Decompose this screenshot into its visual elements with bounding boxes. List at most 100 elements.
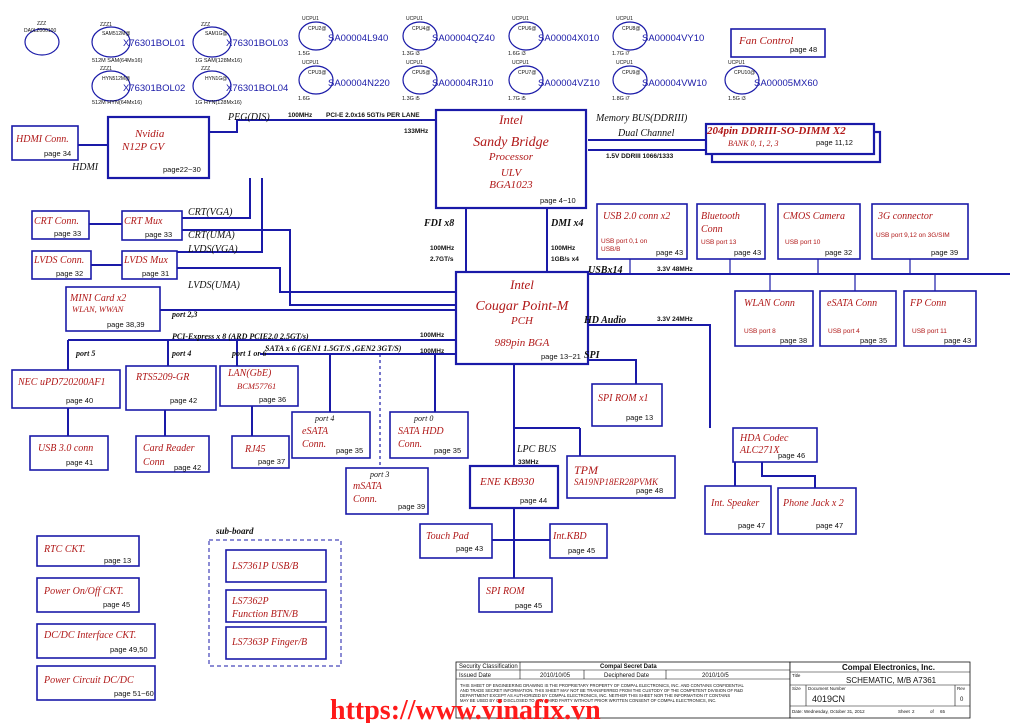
svg-text:Date: Wednesday, October 31, 2: Date: Wednesday, October 31, 2012 <box>792 709 865 714</box>
svg-text:page 43: page 43 <box>656 248 683 257</box>
svg-text:Compal Secret Data: Compal Secret Data <box>600 664 657 670</box>
lvds-mux-block: LVDS Mux page 31 <box>121 250 178 280</box>
hdmi-conn-block: HDMI Conn. page 34 <box>11 125 79 161</box>
svg-text:LVDS Mux: LVDS Mux <box>123 255 168 266</box>
svg-text:of: of <box>930 709 935 714</box>
svg-text:UCPU1: UCPU1 <box>406 60 423 66</box>
svg-text:eSATA Conn: eSATA Conn <box>827 298 877 309</box>
svg-text:page 39: page 39 <box>398 502 425 511</box>
svg-text:Processor: Processor <box>488 151 534 163</box>
svg-text:MAY BE USED BY OR DISCLOSED TO: MAY BE USED BY OR DISCLOSED TO ANY THIRD… <box>460 698 716 703</box>
svg-text:1G HYN(128Mx16): 1G HYN(128Mx16) <box>195 100 242 106</box>
svg-text:UCPU1: UCPU1 <box>302 16 319 22</box>
svg-text:1.8G i7: 1.8G i7 <box>612 96 630 102</box>
svg-text:USB port 9,12 on 3G/SIM: USB port 9,12 on 3G/SIM <box>876 232 950 239</box>
svg-text:WLAN, WWAN: WLAN, WWAN <box>72 304 125 314</box>
phone-jack-block: Phone Jack x 2 page 47 <box>777 487 857 535</box>
lpc-bus-label: LPC BUS <box>516 444 556 455</box>
svg-text:LS7361P USB/B: LS7361P USB/B <box>231 561 298 572</box>
sata-mhz: 100MHz <box>420 348 445 355</box>
svg-text:512M HYN(64Mx16): 512M HYN(64Mx16) <box>92 100 142 106</box>
svg-text:ENE KB930: ENE KB930 <box>479 476 535 488</box>
svg-text:UCPU1: UCPU1 <box>728 60 745 66</box>
svg-text:page 47: page 47 <box>738 521 765 530</box>
svg-text:SA00004RJ10: SA00004RJ10 <box>432 78 493 89</box>
svg-text:204pin DDRIII-SO-DIMM X2: 204pin DDRIII-SO-DIMM X2 <box>706 125 846 137</box>
svg-text:Conn.: Conn. <box>398 439 422 450</box>
hdmi-bus-label: HDMI <box>71 162 99 173</box>
sata-label: SATA x 6 (GEN1 1.5GT/S ,GEN2 3GT/S) <box>265 344 402 353</box>
svg-text:page22~30: page22~30 <box>163 165 201 174</box>
cpu-block: Intel Sandy Bridge Processor ULV BGA1023… <box>434 108 588 210</box>
svg-text:page 38: page 38 <box>780 336 807 345</box>
svg-text:1.7G i7: 1.7G i7 <box>612 51 630 57</box>
esata-conn-block: eSATA Conn USB port 4 page 35 <box>819 290 897 347</box>
svg-text:BANK 0, 1, 2, 3: BANK 0, 1, 2, 3 <box>728 139 778 148</box>
svg-text:Security Classification: Security Classification <box>459 664 518 670</box>
svg-text:1.5G: 1.5G <box>298 51 310 57</box>
svg-text:512M SAM(64Mx16): 512M SAM(64Mx16) <box>92 58 143 64</box>
svg-text:1G SAM(128Mx16): 1G SAM(128Mx16) <box>195 58 242 64</box>
svg-text:page 4~10: page 4~10 <box>540 196 576 205</box>
svg-text:UCPU1: UCPU1 <box>406 16 423 22</box>
usb-bus-label: USBx14 <box>588 265 622 276</box>
svg-text:page 13~21: page 13~21 <box>541 352 581 361</box>
svg-text:Compal Electronics, Inc.: Compal Electronics, Inc. <box>842 663 935 672</box>
svg-text:CPU7@: CPU7@ <box>518 70 536 76</box>
port-1-label: port 1 or 6 <box>231 349 266 358</box>
svg-text:65: 65 <box>940 709 946 714</box>
rtc-ckt-block: RTC CKT. page 13 <box>36 535 140 567</box>
svg-text:AND TRADE SECRET INFORMATION.: AND TRADE SECRET INFORMATION. THIS SHEET… <box>460 688 743 693</box>
svg-text:X76301BOL03: X76301BOL03 <box>226 38 288 49</box>
watermark-url: https://www.vinafix.vn <box>330 695 601 723</box>
svg-text:Conn: Conn <box>143 457 165 468</box>
svg-text:HYN1G@: HYN1G@ <box>205 76 227 82</box>
svg-text:page 41: page 41 <box>66 458 93 467</box>
svg-text:SA00004VW10: SA00004VW10 <box>642 78 707 89</box>
svg-text:sub-board: sub-board <box>215 526 254 536</box>
svg-text:UCPU1: UCPU1 <box>512 16 529 22</box>
svg-text:page 11,12: page 11,12 <box>816 138 853 147</box>
svg-text:SATA HDD: SATA HDD <box>398 426 444 437</box>
svg-text:1.6G: 1.6G <box>298 96 310 102</box>
svg-text:LS7363P Finger/B: LS7363P Finger/B <box>231 637 307 648</box>
svg-text:NEC uPD720200AF1: NEC uPD720200AF1 <box>17 377 106 388</box>
svg-text:Power On/Off CKT.: Power On/Off CKT. <box>43 586 124 597</box>
svg-text:page 40: page 40 <box>66 396 93 405</box>
nec-usb3-controller: NEC uPD720200AF1 page 40 <box>11 369 121 409</box>
svg-text:SPI ROM: SPI ROM <box>486 586 525 597</box>
svg-text:Nvidia: Nvidia <box>134 128 165 140</box>
peg-mhz: 100MHz <box>288 112 313 119</box>
svg-text:Intel: Intel <box>509 277 534 292</box>
cpu-chip-5: UCPU1 CPU3@ SA00004N220 1.6G <box>298 60 390 102</box>
cmos-camera-block: CMOS Camera USB port 10 page 32 <box>777 203 861 260</box>
svg-text:CRT Conn.: CRT Conn. <box>34 216 79 227</box>
dmi-rate: 1GB/s x4 <box>551 256 579 263</box>
int-speaker-block: Int. Speaker page 47 <box>704 485 772 535</box>
svg-text:page 45: page 45 <box>103 600 130 609</box>
svg-text:SAM1G@: SAM1G@ <box>205 31 228 37</box>
sata-hdd-conn: port 0 SATA HDD Conn. page 35 <box>389 411 469 459</box>
svg-text:SA00004X010: SA00004X010 <box>538 33 599 44</box>
pcie-label: PCI-Express x 8 (ARD PCIE2.0 2.5GT/s) <box>172 332 309 341</box>
tpm-block: TPM SA19NP18ER28PVMK page 48 <box>566 455 676 499</box>
svg-text:USB port 4: USB port 4 <box>828 328 860 335</box>
cpu-chip-2: UCPU1 CPU4@ SA00004QZ40 1.3G i3 <box>402 16 495 57</box>
esata-conn-port4: port 4 eSATA Conn. page 35 <box>291 411 371 459</box>
hd-audio-label: HD Audio <box>583 315 626 326</box>
svg-text:CPU4@: CPU4@ <box>412 26 430 32</box>
svg-text:Title: Title <box>792 673 801 678</box>
svg-text:1.5G i3: 1.5G i3 <box>728 96 746 102</box>
cpu-chip-3: UCPU1 CPU6@ SA00004X010 1.6G i3 <box>508 16 599 57</box>
svg-text:LS7362P: LS7362P <box>231 596 269 607</box>
svg-text:Rev: Rev <box>957 686 966 691</box>
svg-text:page 43: page 43 <box>734 248 761 257</box>
fp-conn-block: FP Conn USB port 11 page 43 <box>903 290 977 347</box>
svg-text:page 31: page 31 <box>142 269 169 278</box>
svg-text:ZZZ: ZZZ <box>201 22 210 28</box>
svg-text:DEPARTMENT EXCEPT AS AUTHORIZE: DEPARTMENT EXCEPT AS AUTHORIZED BY COMPA… <box>460 693 730 698</box>
dimm-block: 204pin DDRIII-SO-DIMM X2 BANK 0, 1, 2, 3… <box>704 122 882 164</box>
svg-text:LAN(GbE): LAN(GbE) <box>227 368 272 379</box>
svg-text:eSATA: eSATA <box>302 426 329 437</box>
